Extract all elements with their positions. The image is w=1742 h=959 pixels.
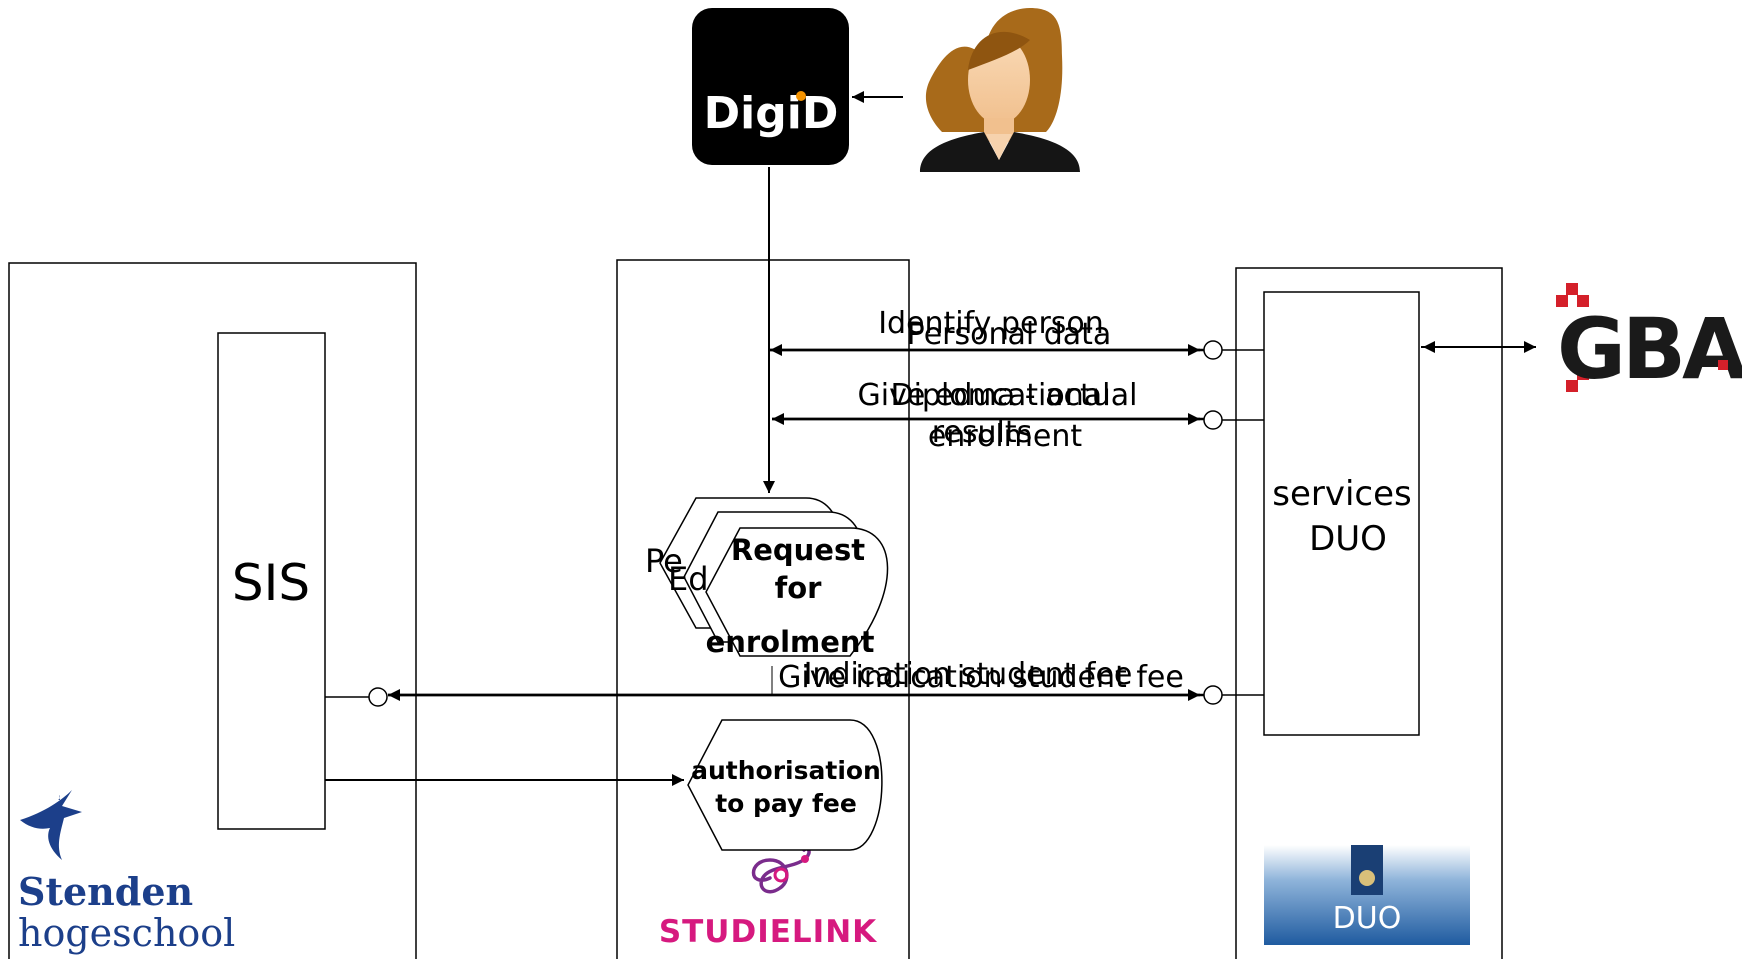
document-back1-label: Pe (645, 542, 683, 580)
interface-diploma (1203, 410, 1223, 430)
duo-services-line2: DUO (1309, 519, 1387, 559)
sis-box (217, 332, 326, 830)
person-avatar (920, 8, 1080, 172)
msg-give-educational: Give educational (858, 378, 1111, 413)
auth-line1: authorisation (691, 756, 881, 785)
msg-diploma-actual: Diploma - actual (890, 378, 1137, 413)
studielink-logo: STUDIELINK (659, 846, 877, 950)
stenden-frame (8, 262, 417, 959)
document-authorisation: authorisation to pay fee (687, 719, 883, 851)
auth-line2: to pay fee (715, 789, 857, 818)
interface-fee-sis (368, 687, 388, 707)
stenden-line1: Stenden (18, 869, 193, 914)
duo-services-box (1263, 291, 1420, 736)
duo-frame (1235, 267, 1503, 959)
duo-logo-text: DUO (1333, 901, 1402, 936)
swallow-icon (20, 790, 82, 860)
duo-services-line1: services (1272, 474, 1412, 514)
msg-give-indication-student-fee: Give indication student fee (778, 660, 1184, 695)
studielink-logo-text: STUDIELINK (659, 914, 877, 950)
digid-logo: DigiD (692, 8, 849, 165)
stenden-line2: hogeschool (18, 911, 235, 955)
request-line1: Request (731, 533, 865, 567)
interface-fee-duo (1203, 685, 1223, 705)
document-back2-label: Ed (668, 560, 709, 598)
request-line2: for (775, 571, 823, 605)
gba-logo-text: GBA (1557, 300, 1742, 398)
duo-logo: DUO (1264, 845, 1470, 945)
msg-personal-data: Personal data (907, 317, 1112, 352)
stenden-logo: Stenden hogeschool (18, 790, 235, 955)
document-request (705, 527, 889, 657)
request-line3: enrolment (706, 625, 875, 659)
document-stack: Pe Ed Request for enrolment (645, 497, 889, 659)
msg-indication-student-fee: Indication student fee (804, 657, 1133, 692)
digid-logo-text: DigiD (704, 88, 839, 139)
gba-logo: GBA (1556, 283, 1742, 398)
msg-identify-person: Identify person (878, 306, 1104, 341)
studielink-frame (616, 259, 910, 959)
msg-enrolment: enrolment (928, 419, 1083, 454)
sis-label: SIS (232, 554, 310, 612)
msg-results: results (932, 415, 1033, 450)
interface-personal-data (1203, 340, 1223, 360)
